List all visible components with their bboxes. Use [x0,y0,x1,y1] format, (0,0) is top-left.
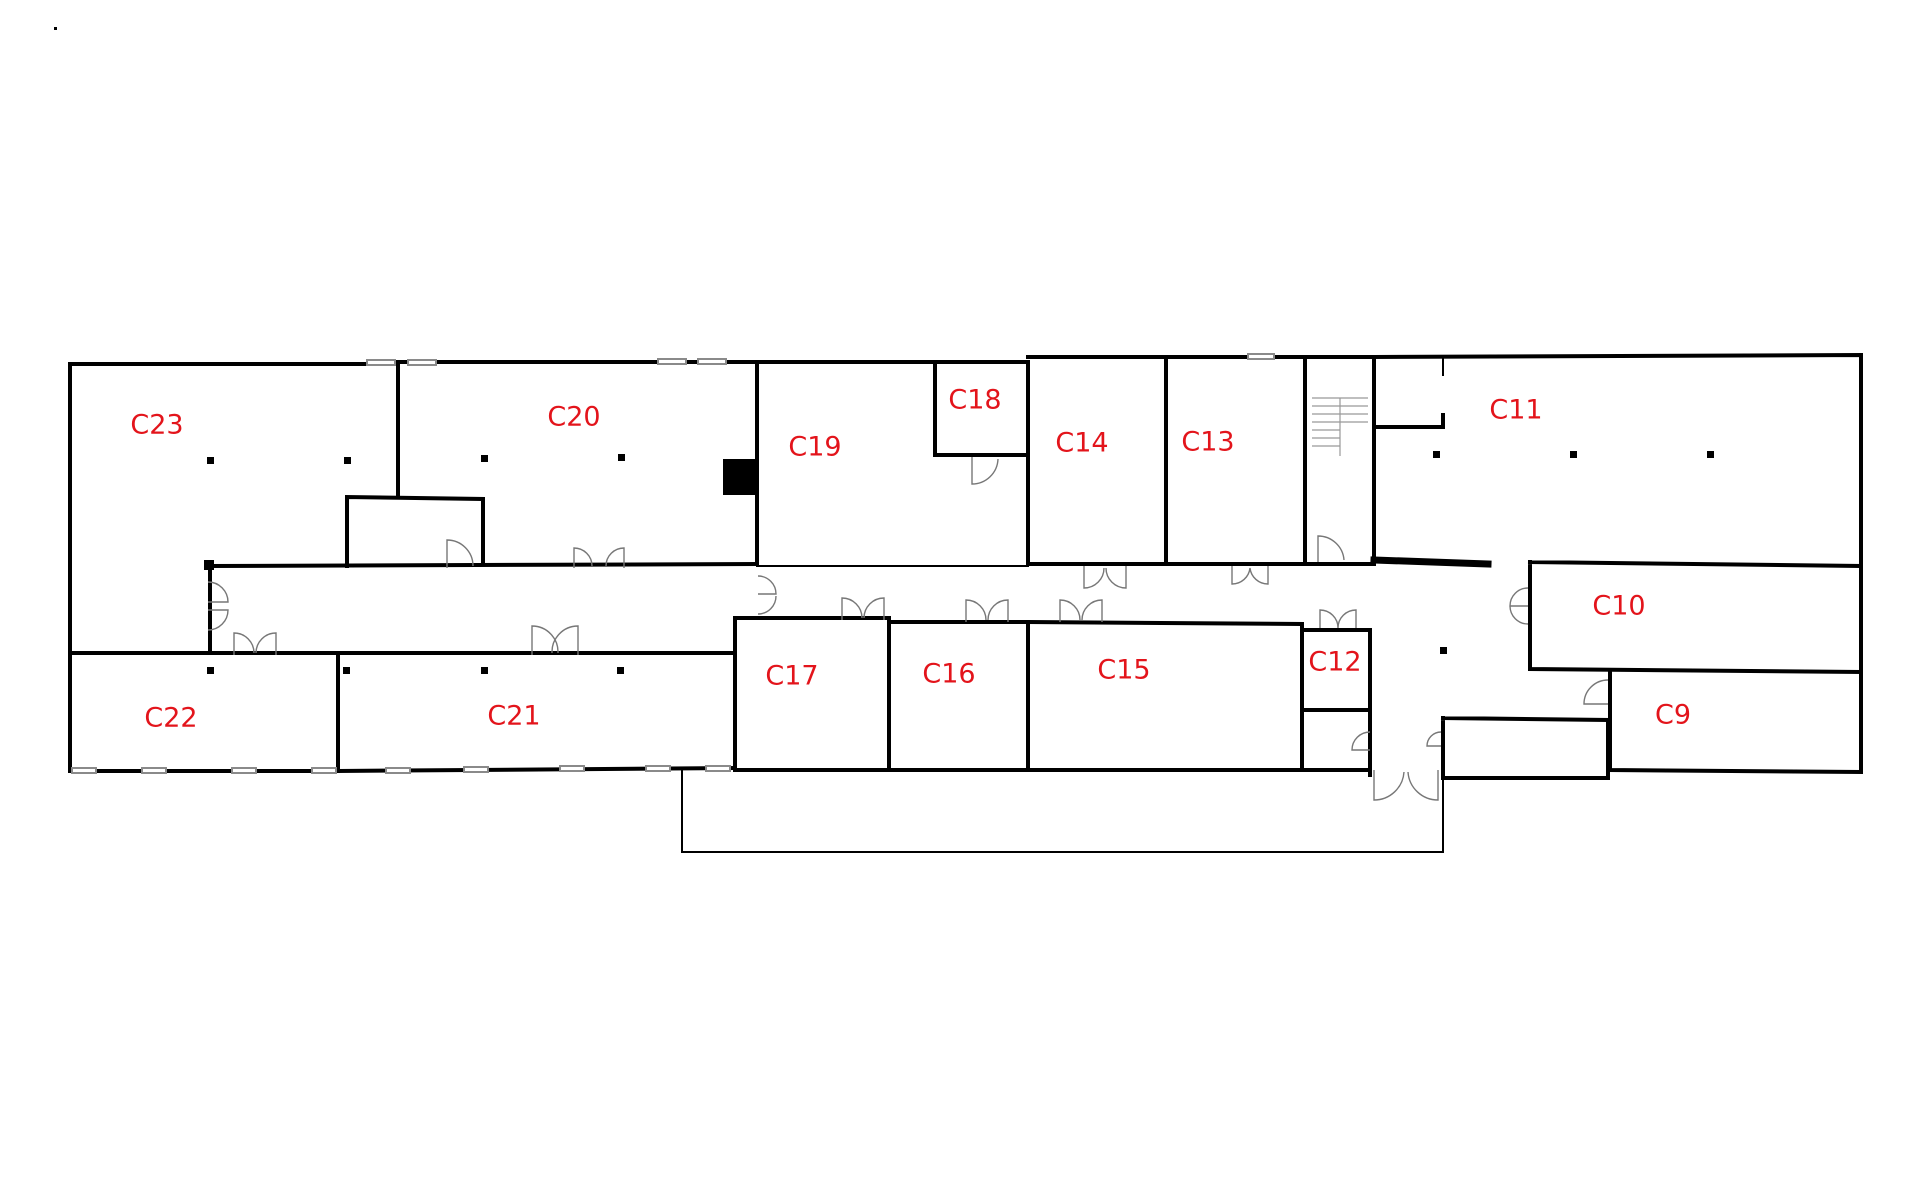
window [385,767,411,774]
column [343,667,350,674]
door [757,575,777,615]
window [1247,353,1275,360]
column [481,667,488,674]
door [1317,535,1345,562]
columns [204,451,1714,674]
door [1231,566,1269,585]
room-label-c19: C19 [788,432,841,463]
door [841,597,885,620]
room-label-c16: C16 [922,659,975,690]
door [1583,679,1609,705]
room-label-c14: C14 [1055,428,1108,459]
window [705,765,731,772]
window [231,767,257,774]
window [645,765,671,772]
door [233,632,277,655]
windows [71,353,1275,774]
room-label-c22: C22 [144,703,197,734]
window [463,766,489,773]
column [617,667,624,674]
window [71,767,97,774]
door [965,599,1009,622]
door [573,547,625,568]
column [204,560,214,570]
door [1426,731,1442,747]
room-label-c11: C11 [1489,395,1542,426]
column [481,455,488,462]
room-label-c10: C10 [1592,591,1645,622]
window [141,767,167,774]
door [1059,599,1103,622]
column [207,457,214,464]
room-label-c18: C18 [948,385,1001,416]
column [618,454,625,461]
room-label-c15: C15 [1097,655,1150,686]
room-label-c12: C12 [1308,647,1361,678]
stairs [1312,397,1368,456]
room-labels: C23 C20 C19 C18 C14 C13 C11 C10 C9 C22 C… [130,385,1691,734]
doors [207,457,1609,801]
room-label-c13: C13 [1181,427,1234,458]
room-label-c21: C21 [487,701,540,732]
door [207,581,229,631]
room-label-c20: C20 [547,402,600,433]
door [971,457,999,485]
room-label-c17: C17 [765,661,818,692]
window [657,358,687,365]
column [207,667,214,674]
window [366,359,396,366]
column [1570,451,1577,458]
window [407,359,437,366]
room-label-c23: C23 [130,410,183,441]
window [311,767,337,774]
walls [68,352,1863,853]
column [1707,451,1714,458]
door [1083,566,1127,589]
door [531,625,579,655]
door [1319,609,1357,629]
room-label-c9: C9 [1655,700,1691,731]
window [559,765,585,772]
column [1433,451,1440,458]
door [1373,770,1439,801]
column [344,457,351,464]
dark-pillar [723,459,755,495]
door [1509,587,1529,625]
window [697,358,727,365]
door [1351,731,1371,751]
door [446,539,474,568]
corner-dot [54,27,57,30]
column [1440,647,1447,654]
